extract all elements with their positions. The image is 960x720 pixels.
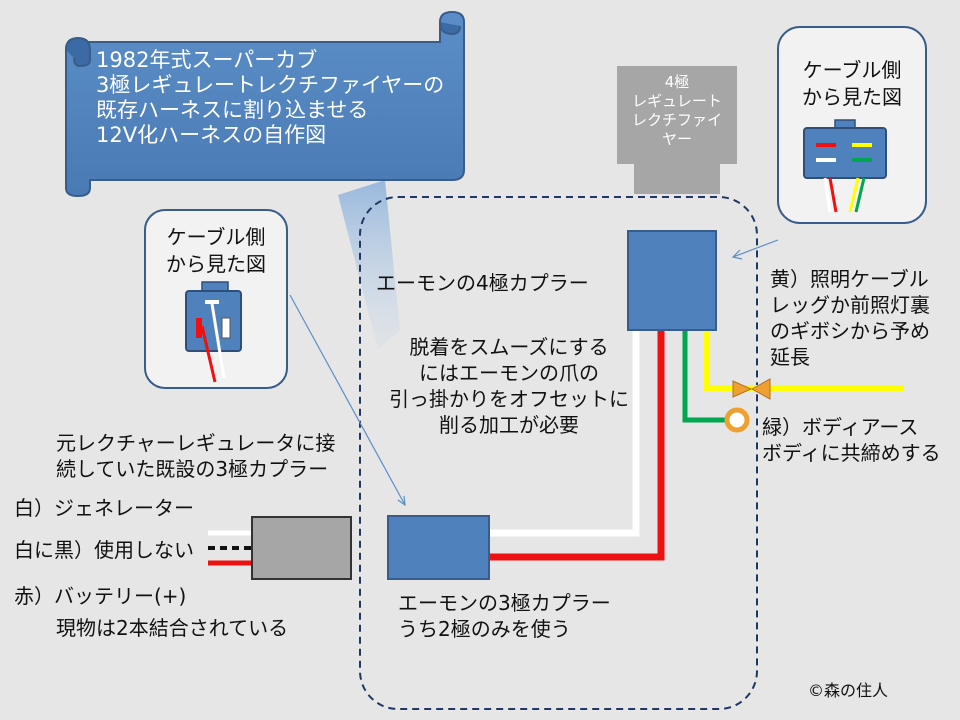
note-line-1: 脱着をスムーズにする xyxy=(409,335,609,359)
yellow-label-line-3: のギボシから予め xyxy=(770,319,930,343)
existing-3pole-coupler xyxy=(251,516,352,580)
copyright: ©森の住人 xyxy=(808,681,889,700)
pointer-line-right xyxy=(732,239,779,258)
regulator-line-2: レギュレート xyxy=(632,92,722,110)
regulator-line-3: レクチファイ xyxy=(631,111,722,129)
existing-coupler-label-line-1: 元レクチャーレギュレータに接 xyxy=(56,431,336,455)
wire-red xyxy=(490,330,665,561)
note-line-4: 削る加工が必要 xyxy=(439,413,579,437)
amon-harness-boundary xyxy=(359,196,758,710)
title-line-4: 12V化ハーネスの自作図 xyxy=(96,123,327,147)
green-label-line-2: ボディに共締めする xyxy=(762,441,941,465)
callout-beam xyxy=(338,180,400,350)
wire-white xyxy=(490,330,640,537)
title-line-3: 既存ハーネスに割り込ませる xyxy=(96,98,369,122)
yellow-label-line-4: 延長 xyxy=(770,345,810,369)
cable-view-left-line-2: から見た図 xyxy=(166,252,266,276)
note-line-3: 引っ掛かりをオフセットに xyxy=(389,387,629,411)
wire-label-white-black: 白に黒）使用しない xyxy=(14,538,194,562)
title-scroll xyxy=(65,10,465,198)
yellow-label-line-1: 黄）照明ケーブル xyxy=(770,267,929,291)
ground-ring-terminal xyxy=(724,407,750,433)
amon-3pole-label-line-1: エーモンの3極カプラー xyxy=(398,591,611,615)
cable-view-right-line-2: から見た図 xyxy=(802,85,902,109)
amon-4pole-coupler xyxy=(627,230,717,331)
note-line-2: にはエーモンの爪の xyxy=(419,361,599,385)
regulator-block xyxy=(617,66,737,194)
wire-green xyxy=(682,330,727,423)
regulator-line-1: 4極 xyxy=(664,73,690,91)
amon-3pole-coupler xyxy=(387,515,490,580)
regulator-line-4: ヤー xyxy=(661,130,692,148)
wire-label-white: 白）ジェネレーター xyxy=(14,496,194,520)
existing-coupler-label-line-2: 続していた既設の3極カプラー xyxy=(56,457,329,481)
yellow-label-line-2: レッグか前照灯裏 xyxy=(770,293,930,317)
green-label-line-1: 緑）ボディアース xyxy=(762,415,919,439)
title-line-2: 3極レギュレートレクチファイヤーの xyxy=(96,73,445,97)
amon-4pole-label: エーモンの4極カプラー xyxy=(376,271,589,295)
cable-view-callout-left xyxy=(144,209,288,389)
bullet-connector xyxy=(732,378,771,400)
wire-yellow xyxy=(704,330,904,391)
title-line-1: 1982年式スーパーカブ xyxy=(96,48,318,72)
wire-label-red-note: 現物は2本結合されている xyxy=(56,616,289,640)
pointer-line-left xyxy=(289,294,406,506)
cable-view-callout-right xyxy=(777,26,927,224)
cable-view-right-line-1: ケーブル側 xyxy=(802,58,902,82)
wire-label-red: 赤）バッテリー(+) xyxy=(14,584,187,608)
cable-view-left-line-1: ケーブル側 xyxy=(166,225,266,249)
amon-3pole-label-line-2: うち2極のみを使う xyxy=(398,617,571,641)
